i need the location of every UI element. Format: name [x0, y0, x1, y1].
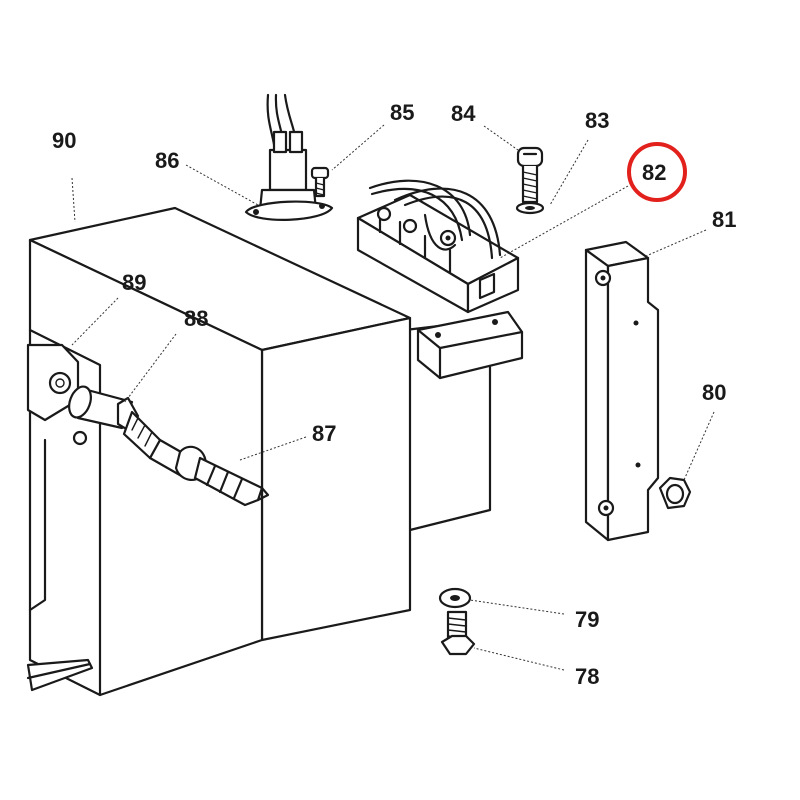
terminal-support-plate [416, 310, 524, 380]
threaded-sleeve-part-88 [68, 385, 162, 460]
leader-lines [71, 124, 715, 671]
callout-78: 78 [575, 664, 599, 689]
screw-part-85 [310, 166, 330, 198]
callout-82: 82 [642, 160, 666, 185]
bolt-part-78 [440, 610, 476, 656]
callout-90: 90 [52, 128, 76, 153]
nut-part-80 [658, 476, 692, 510]
washer-part-83 [515, 201, 545, 215]
thermostat-part-86 [244, 93, 334, 221]
callout-labels: 90 86 85 84 83 82 81 89 88 87 80 79 78 [52, 100, 736, 689]
callout-89: 89 [122, 270, 146, 295]
main-housing-part-90 [26, 206, 492, 697]
callout-83: 83 [585, 108, 609, 133]
highlight-circle [627, 142, 687, 202]
bracket-part-81 [584, 240, 660, 542]
callout-84: 84 [451, 101, 476, 126]
callout-88: 88 [184, 306, 208, 331]
callout-85: 85 [390, 100, 414, 125]
callout-87: 87 [312, 421, 336, 446]
callout-81: 81 [712, 207, 736, 232]
callout-86: 86 [155, 148, 179, 173]
terminal-block-part-82 [356, 179, 520, 314]
washer-part-79 [438, 587, 472, 609]
callout-80: 80 [702, 380, 726, 405]
hose-fitting-part-87 [148, 438, 270, 507]
callout-79: 79 [575, 607, 599, 632]
screw-part-84 [516, 146, 544, 204]
